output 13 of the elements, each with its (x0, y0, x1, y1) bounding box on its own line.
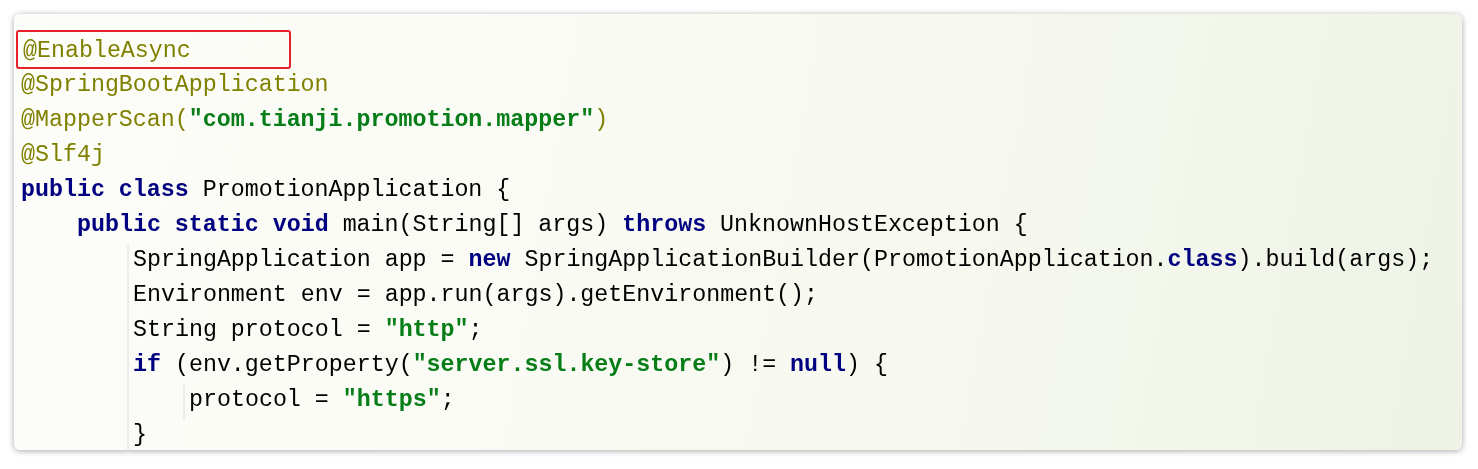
code-line: public class PromotionApplication { (21, 176, 511, 205)
code-line: public static void main(String[] args) throws UnknownHostException { (77, 211, 1028, 240)
annotation-code-line: @SpringBootApplication (21, 71, 329, 100)
code-line: String protocol = "http"; (133, 316, 483, 345)
code-line: SpringApplication app = new SpringApplicationBuilder(PromotionApplication.class).build(args); (133, 246, 1434, 275)
annotation-code-line: @EnableAsync (23, 37, 191, 66)
code-line: } (133, 421, 147, 450)
code-line: if (env.getProperty("server.ssl.key-store") != null) { (133, 351, 888, 380)
annotation-code-line: @MapperScan("com.tianji.promotion.mapper") (21, 106, 609, 135)
annotation-code-line: @Slf4j (21, 141, 105, 170)
highlight-box (16, 30, 291, 69)
code-line: protocol = "https"; (189, 386, 455, 415)
code-line: Environment env = app.run(args).getEnvironment(); (133, 281, 819, 310)
